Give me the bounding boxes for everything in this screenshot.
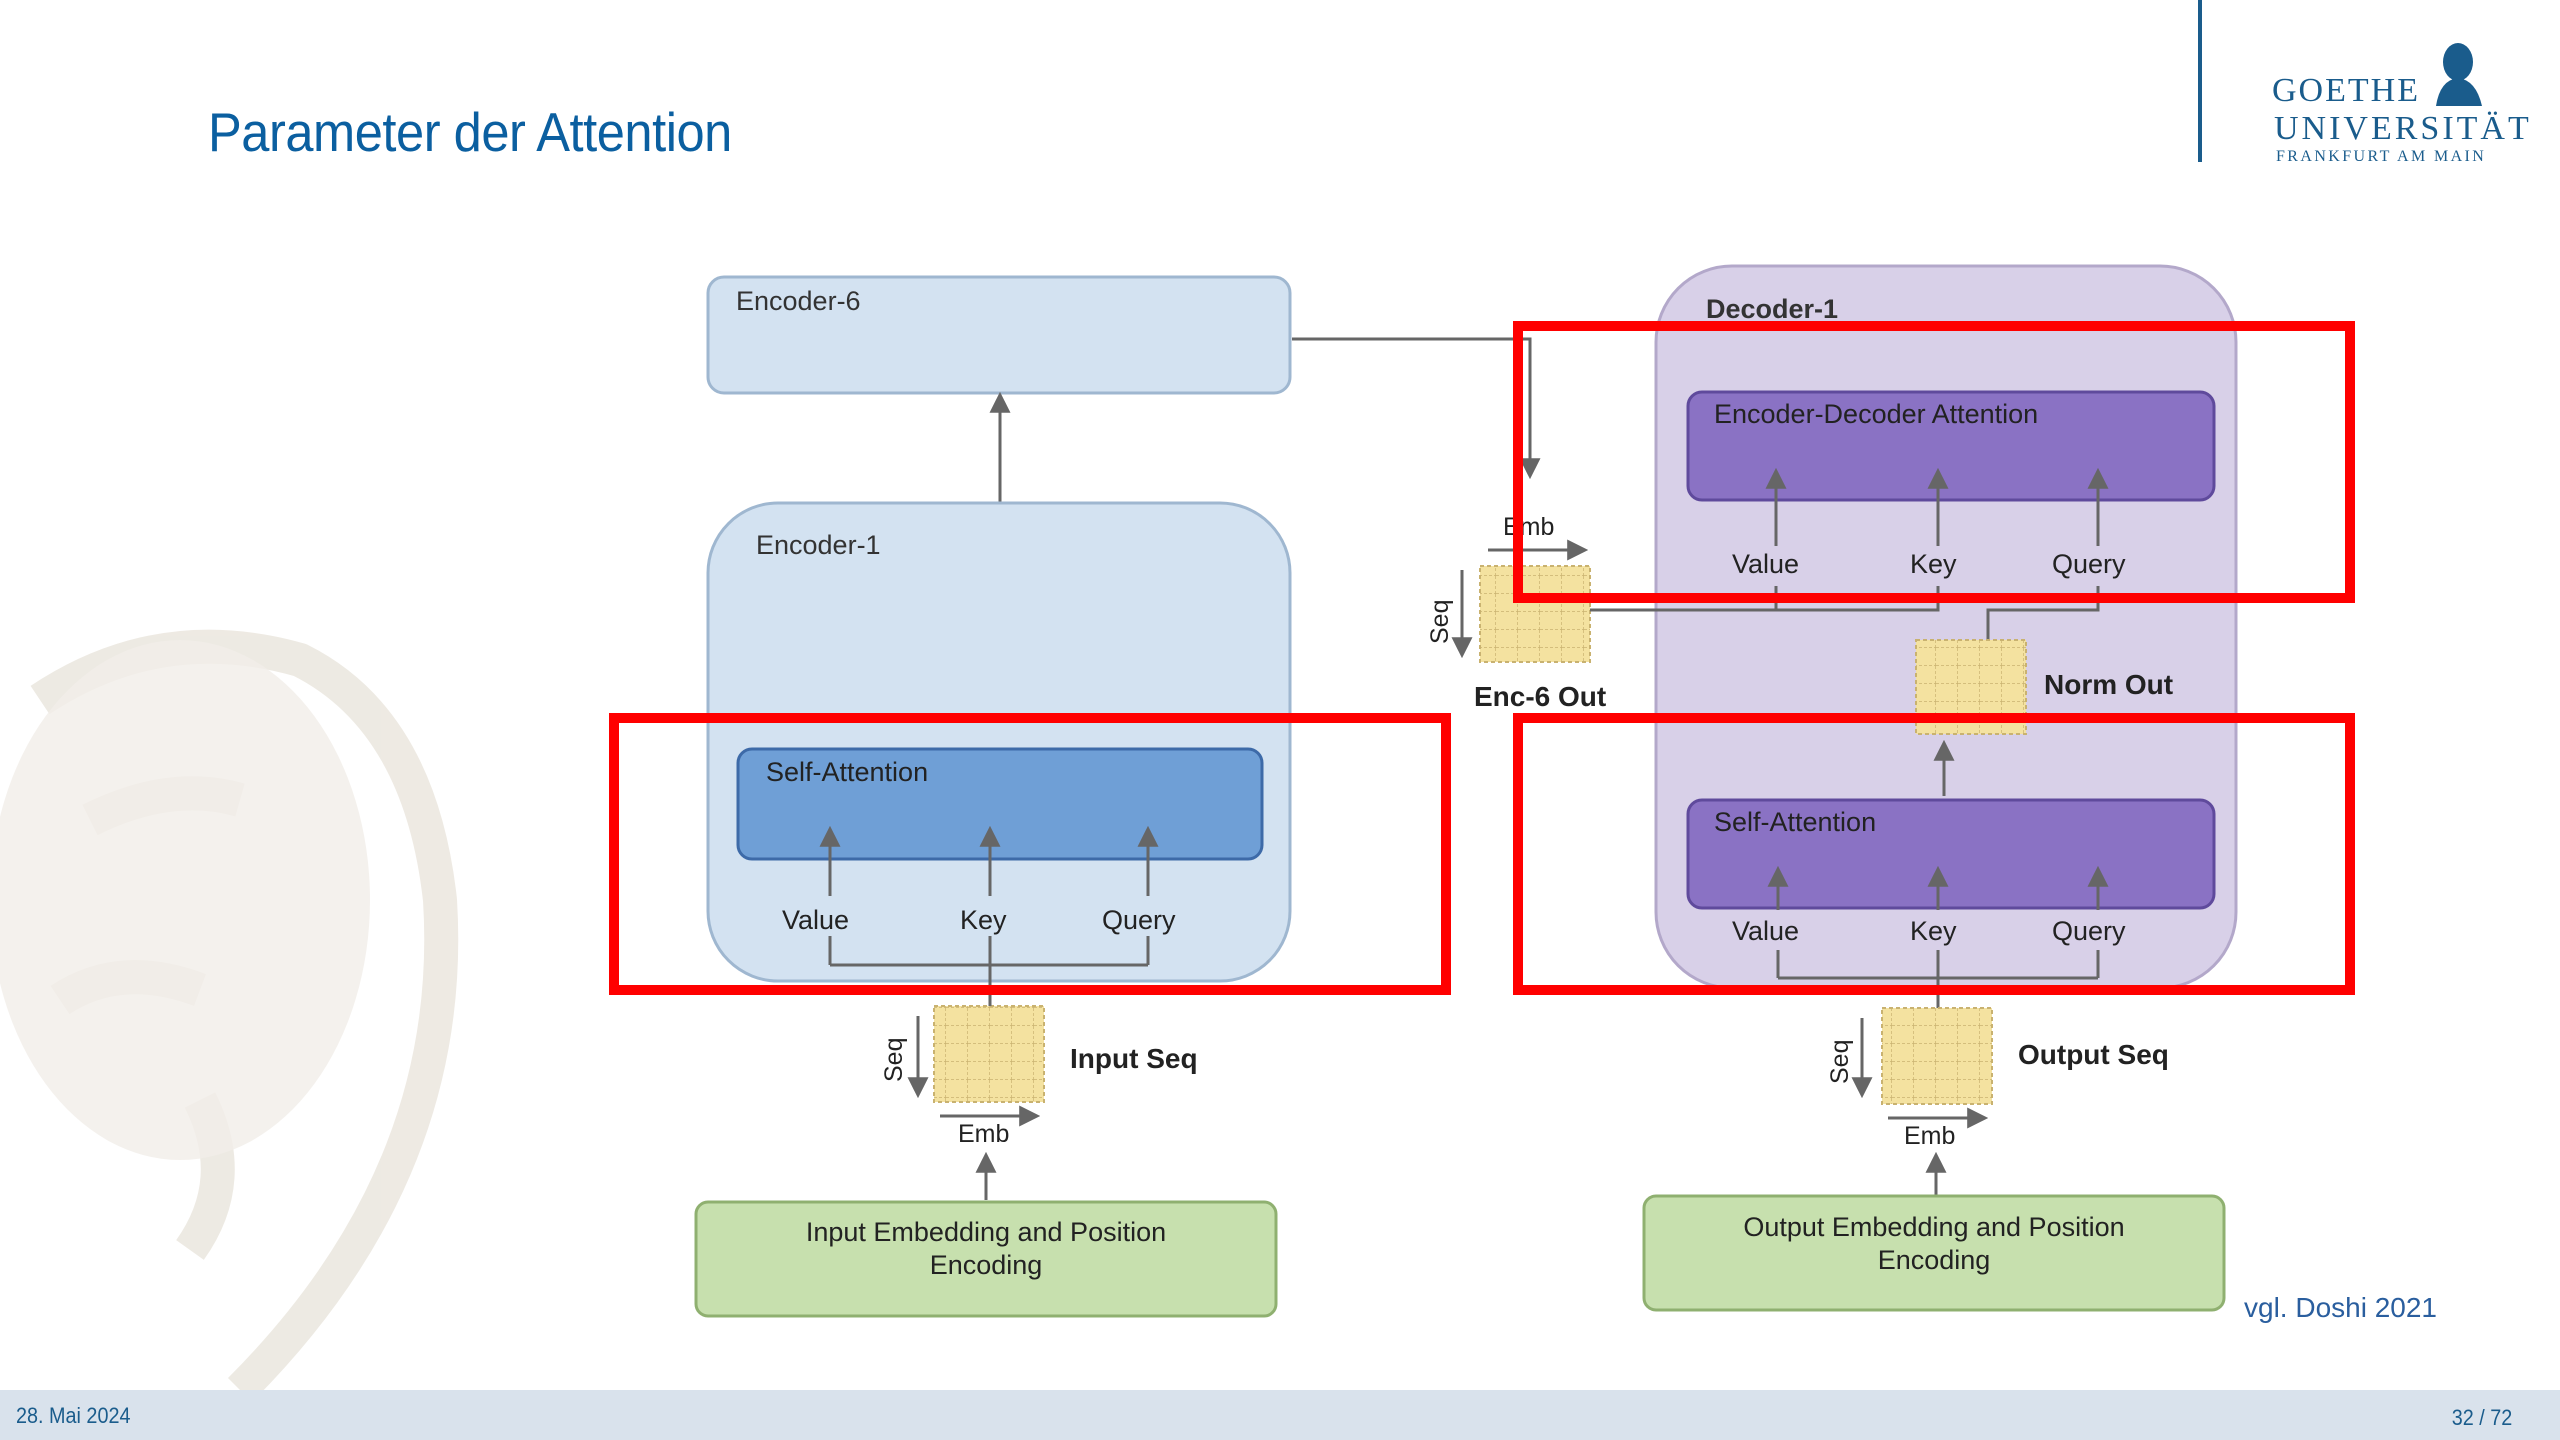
input-embedding-label-line1: Input Embedding and Position [806, 1217, 1166, 1247]
encoder-value-label: Value [782, 905, 849, 935]
decoder-1-label: Decoder-1 [1706, 294, 1838, 324]
enc-dec-value-label: Value [1732, 549, 1799, 579]
output-embedding-box [1642, 1194, 2226, 1312]
highlight-decoder-self-attention [1513, 713, 2355, 995]
goethe-portrait-icon [2436, 43, 2482, 106]
decoder-key-label: Key [1910, 916, 1957, 946]
footer-bar [0, 1390, 2560, 1440]
output-seq-grid [1881, 1007, 1993, 1105]
enc-dec-key-label: Key [1910, 549, 1957, 579]
decoder-self-attention-label: Self-Attention [1714, 807, 1876, 837]
encoder-6-label: Encoder-6 [736, 286, 861, 316]
encoder-query-label: Query [1102, 905, 1176, 935]
encoder6-output-arrow [1292, 337, 1541, 480]
page-number: 32 / 72 [2451, 1405, 2512, 1430]
enc6-out-label: Enc-6 Out [1474, 681, 1606, 712]
logo-line-frankfurt: FRANKFURT AM MAIN [2276, 148, 2487, 165]
encoder-self-attention-box [736, 747, 1264, 861]
encoder-1-label: Encoder-1 [756, 530, 881, 560]
enc6-emb-axis-label: Emb [1503, 513, 1554, 541]
encoder-self-attention-label: Self-Attention [766, 757, 928, 787]
decoder-self-attention-box [1686, 798, 2216, 910]
decoder-value-label: Value [1732, 916, 1799, 946]
logo-line-universitaet: UNIVERSITÄT [2274, 110, 2532, 147]
decoder-query-label: Query [2052, 916, 2126, 946]
encoder-1-box [706, 501, 1292, 983]
input-seq-label: Input Seq [1070, 1043, 1198, 1074]
logo-line-goethe: GOETHE [2272, 72, 2420, 109]
highlight-encoder-self-attention [609, 713, 1451, 995]
enc6-seq-axis-label: Seq [1426, 600, 1454, 644]
input-emb-axis-label: Emb [958, 1120, 1009, 1148]
input-seq-axis-label: Seq [880, 1038, 908, 1082]
input-embedding-label-line2: Encoding [930, 1250, 1043, 1280]
university-logo: GOETHE UNIVERSITÄT FRANKFURT AM MAIN [2260, 36, 2529, 176]
output-embedding-label-line1: Output Embedding and Position [1743, 1212, 2124, 1242]
encoder-decoder-attention-label: Encoder-Decoder Attention [1714, 399, 2038, 429]
output-emb-axis-label: Emb [1904, 1122, 1955, 1150]
enc-dec-query-label: Query [2052, 549, 2126, 579]
output-seq-axis-label: Seq [1826, 1040, 1854, 1084]
enc-dec-qkv-connectors [1590, 467, 2109, 640]
input-seq-grid [933, 1005, 1045, 1103]
encoder-decoder-attention-box [1686, 390, 2216, 502]
output-embedding-label-line2: Encoding [1878, 1245, 1991, 1275]
norm-out-label: Norm Out [2044, 669, 2173, 700]
citation: vgl. Doshi 2021 [2244, 1292, 2438, 1323]
enc6-out-grid [1479, 565, 1591, 663]
input-embedding-box [694, 1200, 1278, 1318]
output-seq-label: Output Seq [2018, 1039, 2169, 1070]
slide-title: Parameter der Attention [208, 101, 732, 163]
highlight-encoder-decoder-attention [1513, 321, 2355, 603]
footer-date: 28. Mai 2024 [16, 1403, 131, 1428]
header-divider [2198, 0, 2202, 162]
encoder-key-label: Key [960, 905, 1007, 935]
